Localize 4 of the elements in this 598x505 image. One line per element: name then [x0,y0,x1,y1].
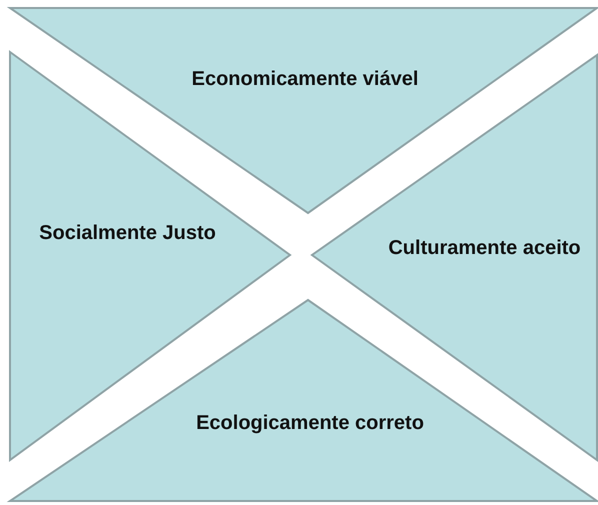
panel-label: Economicamente viável [190,67,420,92]
panel-label: Socialmente Justo [38,221,217,246]
panel-label: Ecologicamente correto [195,411,425,436]
panel-label: Culturamente aceito [387,236,582,261]
